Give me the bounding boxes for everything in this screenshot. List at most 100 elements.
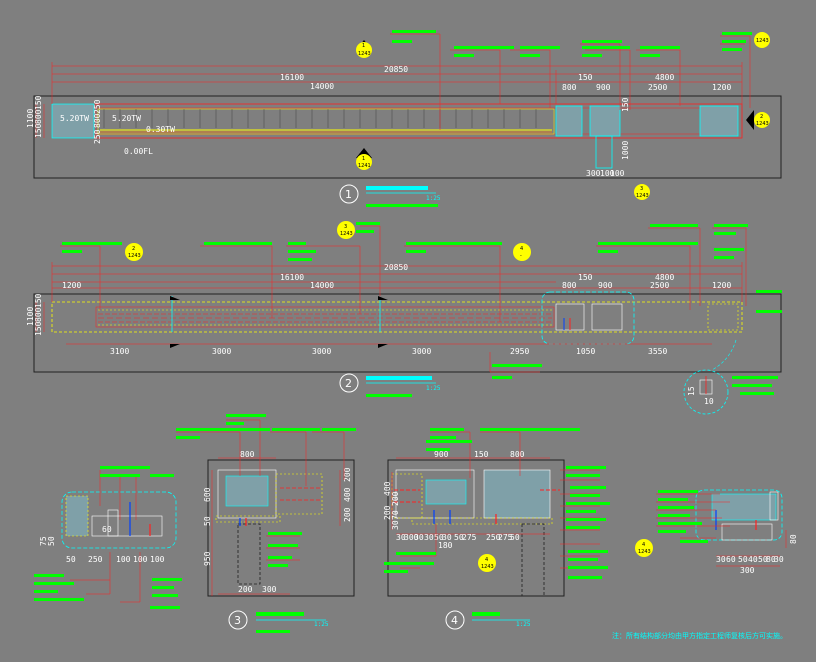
drawing-number: 2: [345, 377, 352, 390]
dimension-text: 3000: [312, 347, 331, 356]
drawing-scale: 1:25: [426, 195, 441, 202]
dimension-text: 40: [748, 555, 758, 564]
dimension-text: 2500: [650, 281, 669, 290]
dimension-text: 3000: [212, 347, 231, 356]
dimension-text: 1100: [26, 307, 35, 326]
dimension-text: 300: [740, 566, 755, 575]
dimension-text: 100: [610, 169, 625, 178]
dimension-text: 300: [262, 585, 277, 594]
dimension-text: 800: [34, 109, 43, 124]
plan-1-left-planter: [51, 103, 95, 139]
plan-2-inner-wall: [95, 306, 555, 328]
dimension-text: 250: [486, 533, 501, 542]
dimension-text: 100: [116, 555, 131, 564]
level-label: 0.30TW: [146, 125, 175, 134]
dimension-text: 4800: [655, 73, 674, 82]
dimension-text: 200: [391, 491, 400, 506]
drawing-scale: 1:25: [426, 385, 441, 392]
dimension-text: 800: [93, 113, 102, 128]
dimension-text: 180: [438, 541, 453, 550]
plan-1-pipe: [595, 135, 613, 169]
drawing-number: 3: [234, 614, 241, 627]
dimension-text: 30: [396, 533, 406, 542]
dimension-text: 800: [240, 450, 255, 459]
dimension-text: 950: [203, 551, 212, 566]
dimension-text: 30: [442, 533, 452, 542]
drawing-scale: 1:25: [516, 621, 531, 628]
dimension-text: 14000: [310, 82, 334, 91]
dimension-text: 1100: [26, 109, 35, 128]
dimension-text: 30: [391, 520, 400, 530]
footnote: 注：所有结构部分均由甲方指定工程师复核后方可实施。: [612, 631, 787, 640]
detail-3: 800 600 50 950 200 400 200 200 300: [34, 414, 356, 633]
dimension-text: 150: [34, 293, 43, 308]
section-ref-sheet: 1243: [340, 231, 353, 237]
dimension-text: 200: [343, 467, 352, 482]
dimension-text: 1050: [576, 347, 595, 356]
level-label: 5.20TW: [60, 114, 89, 123]
dimension-text: 3100: [110, 347, 129, 356]
section-ref-number: 4: [642, 542, 645, 548]
section-marker-icon: 4 1243: [478, 554, 496, 572]
detail-4-frame: [387, 459, 565, 597]
dimension-text: 50: [738, 555, 748, 564]
section-ref-number: 3: [640, 186, 643, 192]
dimension-text: 60: [102, 525, 112, 534]
section-marker-icon: 3 1243: [337, 221, 355, 239]
dimension-text: 600: [203, 487, 212, 502]
section-marker-icon: 1 1241: [356, 148, 372, 170]
section-ref-sheet: 1243: [638, 549, 651, 555]
drawing-title-bubble: [445, 610, 465, 630]
dimension-text: 900: [434, 450, 449, 459]
dimension-text: 14000: [310, 281, 334, 290]
plan-2-outer-wall: [51, 301, 743, 333]
drawing-number: 1: [345, 188, 352, 201]
drawing-title-bubble: [339, 184, 359, 204]
dimension-text: 16100: [280, 273, 304, 282]
dimension-text: 800: [562, 281, 577, 290]
dimension-text: 300: [404, 533, 419, 542]
dimension-text: 150: [621, 97, 630, 112]
dimension-text: 1200: [712, 281, 731, 290]
section-ref-sheet: 1243: [358, 51, 371, 57]
dimension-text: 80: [789, 534, 798, 544]
dimension-text: 900: [596, 83, 611, 92]
dimension-text: 30: [716, 555, 726, 564]
dimension-text: 275: [462, 533, 477, 542]
dimension-text: 80: [766, 555, 776, 564]
dimension-text: 70: [391, 510, 400, 520]
plan-1-box-3: [699, 105, 739, 137]
dimension-text: 50: [510, 533, 520, 542]
dimension-text: 30: [774, 555, 784, 564]
dimension-text: 2950: [510, 347, 529, 356]
dimension-text: 900: [598, 281, 613, 290]
plan-1-box-1: [555, 105, 583, 137]
dimension-text: 30: [414, 533, 424, 542]
drawing-number: 4: [451, 614, 458, 627]
plan-2-frame: [33, 293, 782, 373]
section-ref-sheet: 1243: [481, 564, 494, 570]
dimension-text: 3000: [412, 347, 431, 356]
section-ref-number: 4: [520, 246, 523, 252]
drawing-title-bubble: [339, 373, 359, 393]
plan-1-box-2: [589, 105, 621, 137]
section-ref-number: 3: [344, 224, 347, 230]
dimension-text: 200: [383, 505, 392, 520]
dimension-text: 75: [39, 536, 48, 546]
dimension-text: 20850: [384, 263, 408, 272]
dimension-text: 250: [88, 555, 103, 564]
dimension-text: 100: [600, 169, 615, 178]
dimension-text: 50: [434, 533, 444, 542]
section-ref-number: 2: [760, 114, 763, 120]
dimension-text: 20850: [384, 65, 408, 74]
dimension-text: 800: [510, 450, 525, 459]
dimension-text: 250: [93, 99, 102, 114]
dimension-text: 1200: [712, 83, 731, 92]
plan-1-pool: [97, 108, 555, 135]
dimension-text: 275: [498, 533, 513, 542]
dimension-text: 2500: [648, 83, 667, 92]
dimension-text: 10: [704, 397, 714, 406]
dimension-text: 400: [383, 481, 392, 496]
